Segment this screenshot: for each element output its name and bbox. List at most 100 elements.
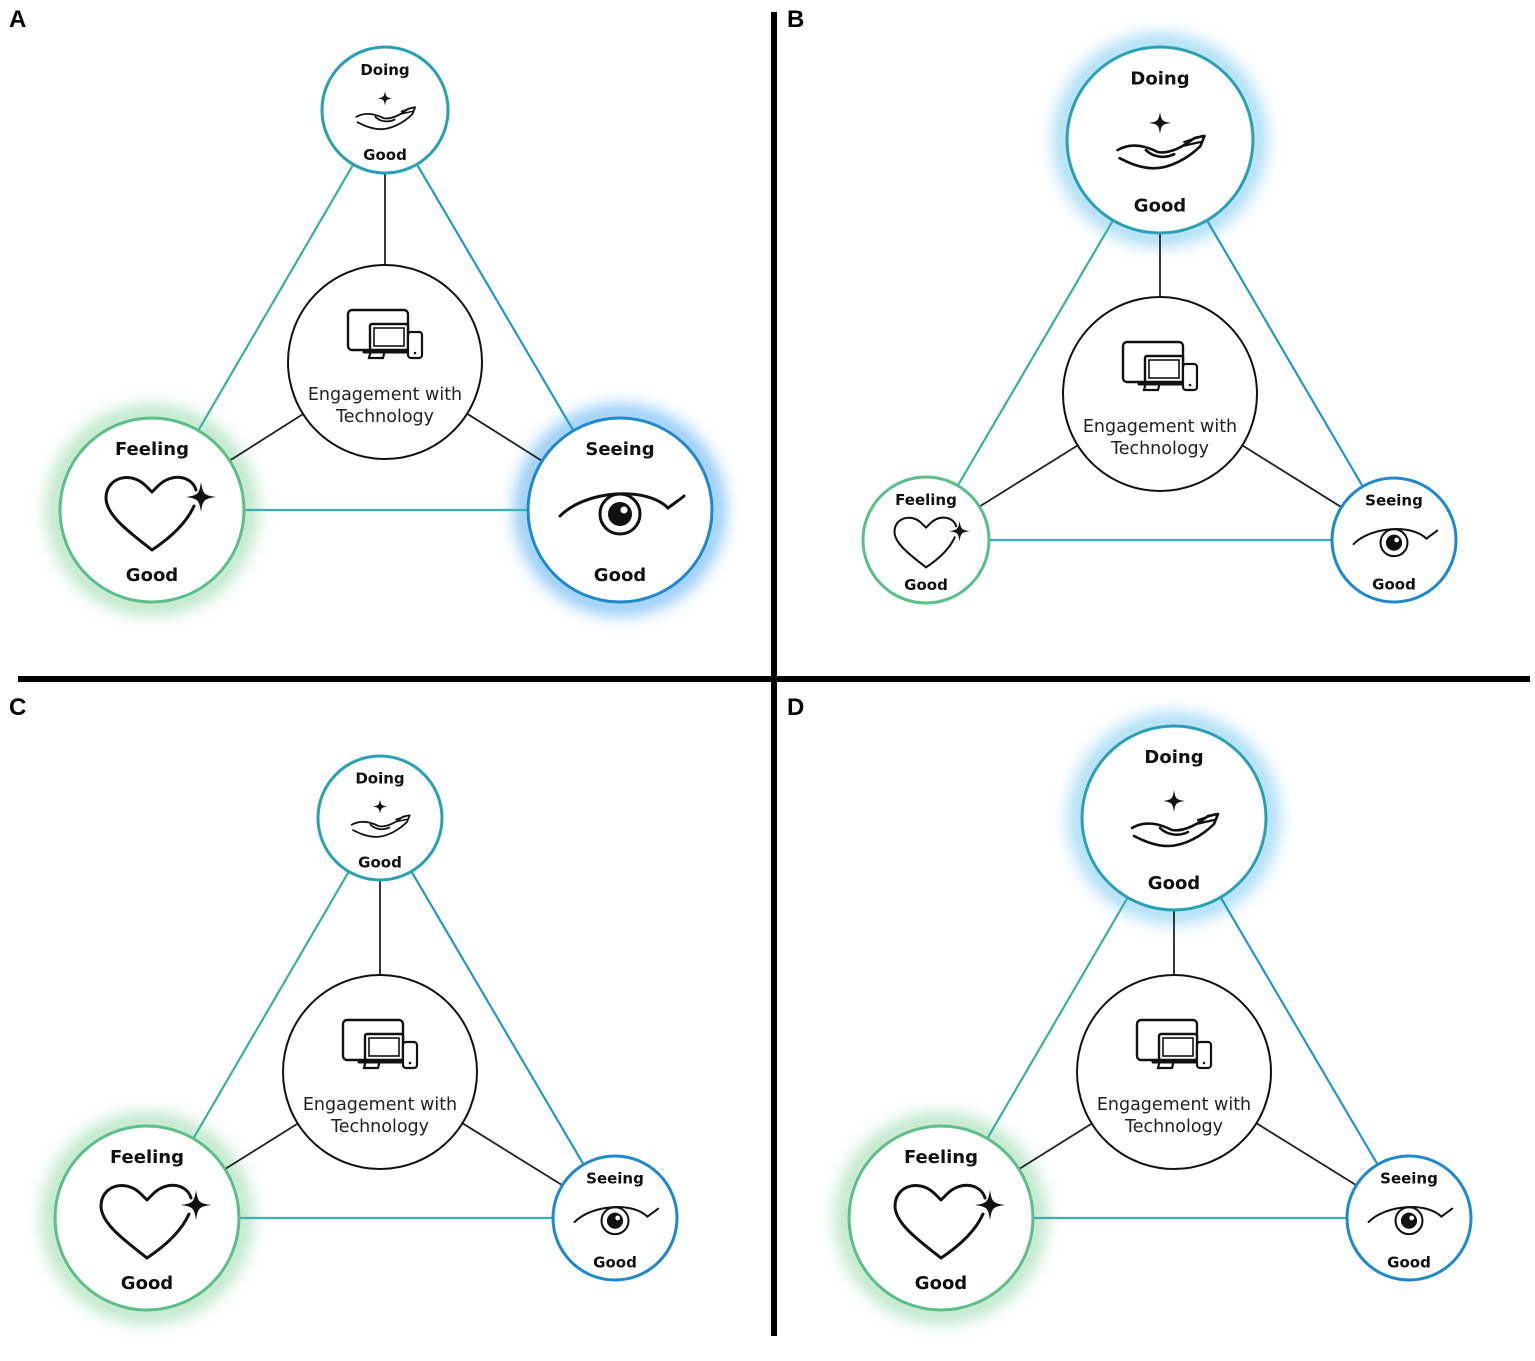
spoke-seeing (466, 412, 543, 462)
hand-outline (1116, 134, 1206, 170)
center-label-line2: Technology (1124, 1117, 1223, 1137)
monitor-stand (367, 349, 387, 360)
heart-outline (99, 1183, 193, 1260)
doing-title: Doing (360, 61, 409, 79)
eye-pupil (1400, 1212, 1418, 1229)
edge-doing-feeling (956, 219, 1114, 487)
panel-label-a: A (9, 6, 27, 33)
eye-icon (1367, 1206, 1454, 1236)
doing-circle (320, 45, 450, 175)
hand-fingers (399, 106, 415, 115)
hand-sparkle-icon (1116, 111, 1206, 170)
eye-icon (558, 492, 686, 536)
edge-doing-feeling (986, 896, 1129, 1140)
seeing-subtitle: Good (1372, 575, 1416, 593)
spoke-feeling (229, 413, 304, 462)
panel-c: Engagement withTechnologyDoingGoodFeelin… (44, 754, 679, 1321)
hand-thumb (1158, 826, 1190, 836)
doing-subtitle: Good (1148, 873, 1200, 894)
phone-button (1188, 383, 1192, 387)
devices-icon (346, 308, 424, 360)
phone-button (413, 351, 417, 355)
center-label-line1: Engagement with (1097, 1095, 1251, 1115)
doing-circle (1065, 45, 1255, 235)
edge-doing-feeling (192, 871, 350, 1140)
edge-doing-seeing (1219, 896, 1379, 1166)
monitor-stand (362, 1059, 382, 1070)
center-label-line2: Technology (330, 1117, 429, 1137)
laptop-display (1162, 1037, 1194, 1057)
heart-sparkle-icon (104, 475, 216, 552)
center-label-line2: Technology (1110, 439, 1209, 459)
edge-doing-seeing (410, 870, 585, 1166)
spoke-seeing (1241, 444, 1342, 508)
center-label-line1: Engagement with (308, 385, 462, 405)
eye-pupil (608, 502, 632, 526)
seeing-title: Seeing (1365, 492, 1423, 510)
feeling-circle (53, 1124, 241, 1312)
heart-sparkle-icon (893, 1183, 1005, 1260)
phone-button (1202, 1061, 1206, 1065)
spoke-seeing (461, 1122, 563, 1187)
doing-title: Doing (1130, 68, 1189, 89)
spoke-feeling (224, 1122, 299, 1170)
eye-lid (1367, 1206, 1454, 1224)
eye-highlight (1409, 1215, 1415, 1221)
heart-sparkle-icon (99, 1183, 211, 1260)
eye-icon (1352, 528, 1439, 558)
panel-label-b: B (787, 6, 805, 33)
hand-sparkle-icon (350, 799, 411, 838)
phone-body (401, 1040, 419, 1070)
seeing-subtitle: Good (594, 565, 646, 586)
hand-fingers (394, 814, 410, 823)
eye-highlight (620, 506, 628, 514)
doing-circle (1080, 724, 1268, 912)
hand-sparkle-icon (355, 90, 417, 131)
heart-outline (893, 1183, 987, 1260)
feeling-title: Feeling (895, 491, 957, 509)
eye-pupil (1385, 534, 1403, 551)
seeing-subtitle: Good (593, 1253, 637, 1271)
laptop-display (368, 1037, 400, 1057)
center-label-line1: Engagement with (1083, 417, 1237, 437)
doing-circle (316, 754, 444, 882)
center-circle (282, 974, 478, 1170)
phone-body (1181, 362, 1199, 392)
eye-lid (573, 1206, 660, 1224)
hand-outline (1130, 812, 1220, 848)
feeling-subtitle: Good (126, 565, 178, 586)
panel-label-d: D (787, 694, 805, 721)
spoke-seeing (1255, 1122, 1357, 1187)
eye-iris (598, 492, 642, 536)
hand-thumb (1144, 148, 1176, 159)
panel-a: Engagement withTechnologyDoingGoodFeelin… (49, 45, 723, 613)
center-circle (287, 264, 483, 460)
seeing-title: Seeing (1380, 1170, 1438, 1188)
feeling-title: Feeling (115, 439, 189, 460)
phone-button (408, 1061, 412, 1065)
eye-lid (1352, 528, 1439, 546)
center-circle (1076, 974, 1272, 1170)
devices-icon (1121, 340, 1199, 392)
phone-body (1195, 1040, 1213, 1070)
devices-icon (341, 1018, 419, 1070)
doing-subtitle: Good (363, 146, 407, 164)
center-circle (1062, 296, 1258, 492)
hand-thumb (374, 115, 396, 123)
seeing-subtitle: Good (1387, 1253, 1431, 1271)
doing-title: Doing (355, 770, 404, 788)
feeling-subtitle: Good (904, 576, 948, 594)
heart-outline (104, 475, 198, 552)
hand-thumb (369, 823, 391, 831)
phone-body (406, 330, 424, 360)
feeling-circle (847, 1124, 1035, 1312)
